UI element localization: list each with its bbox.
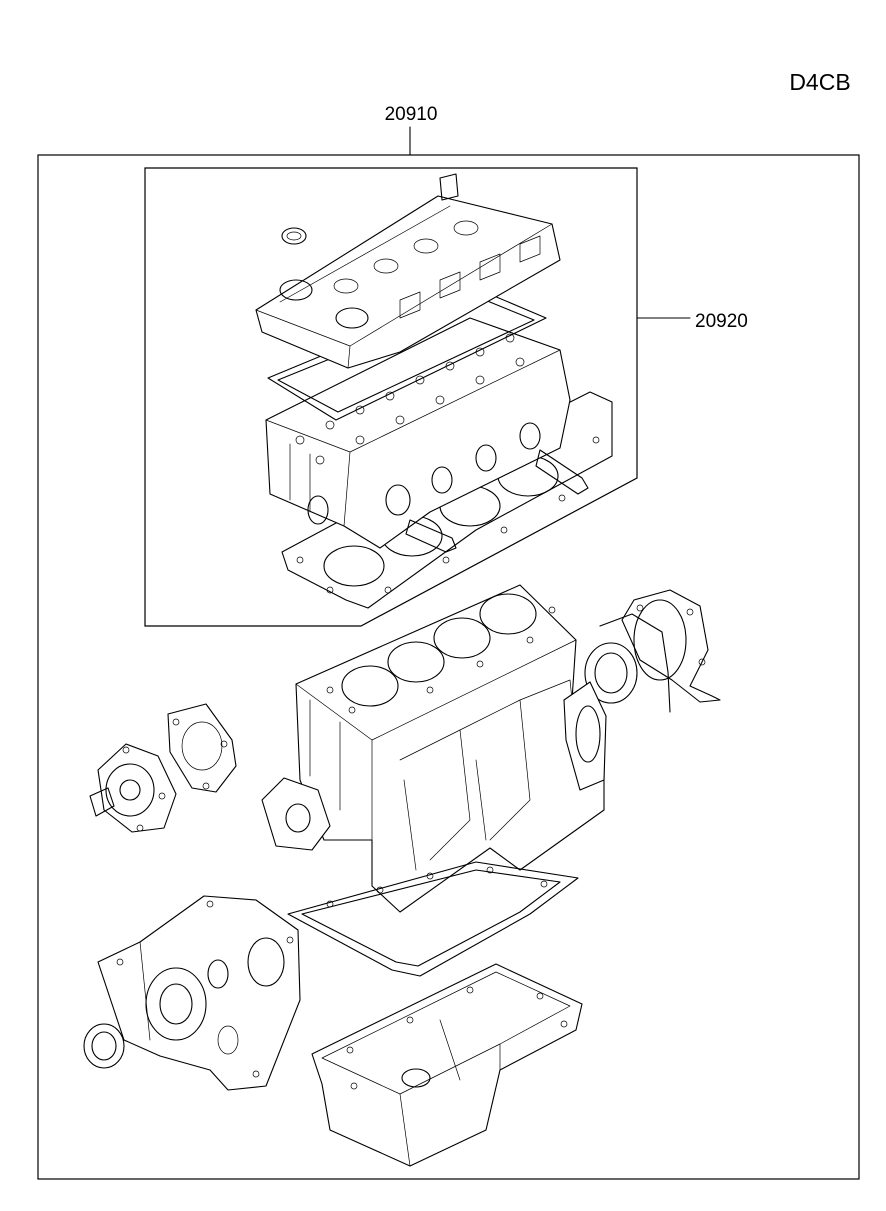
cylinder-block — [295, 584, 605, 913]
timing-case — [97, 895, 301, 1091]
oil-pan-gasket — [287, 861, 579, 977]
oil-pan — [311, 963, 583, 1167]
engine-code-label: D4CB — [789, 69, 850, 95]
block-rear-plate — [563, 681, 607, 791]
callout-20920: 20920 — [695, 311, 748, 332]
rear-oil-seal — [584, 642, 638, 704]
outer-kit-frame — [37, 154, 860, 1180]
cover-seal-ring — [281, 227, 307, 245]
water-pump — [89, 743, 177, 833]
water-pump-gasket — [167, 703, 237, 793]
cylinder-head — [265, 317, 589, 553]
rear-oil-seal-case — [599, 589, 721, 713]
inner-kit-frame — [144, 167, 638, 627]
cylinder-head-cover — [255, 173, 561, 369]
block-front-plate — [261, 777, 331, 851]
callout-20910: 20910 — [385, 104, 438, 125]
front-oil-seal — [83, 1023, 125, 1069]
